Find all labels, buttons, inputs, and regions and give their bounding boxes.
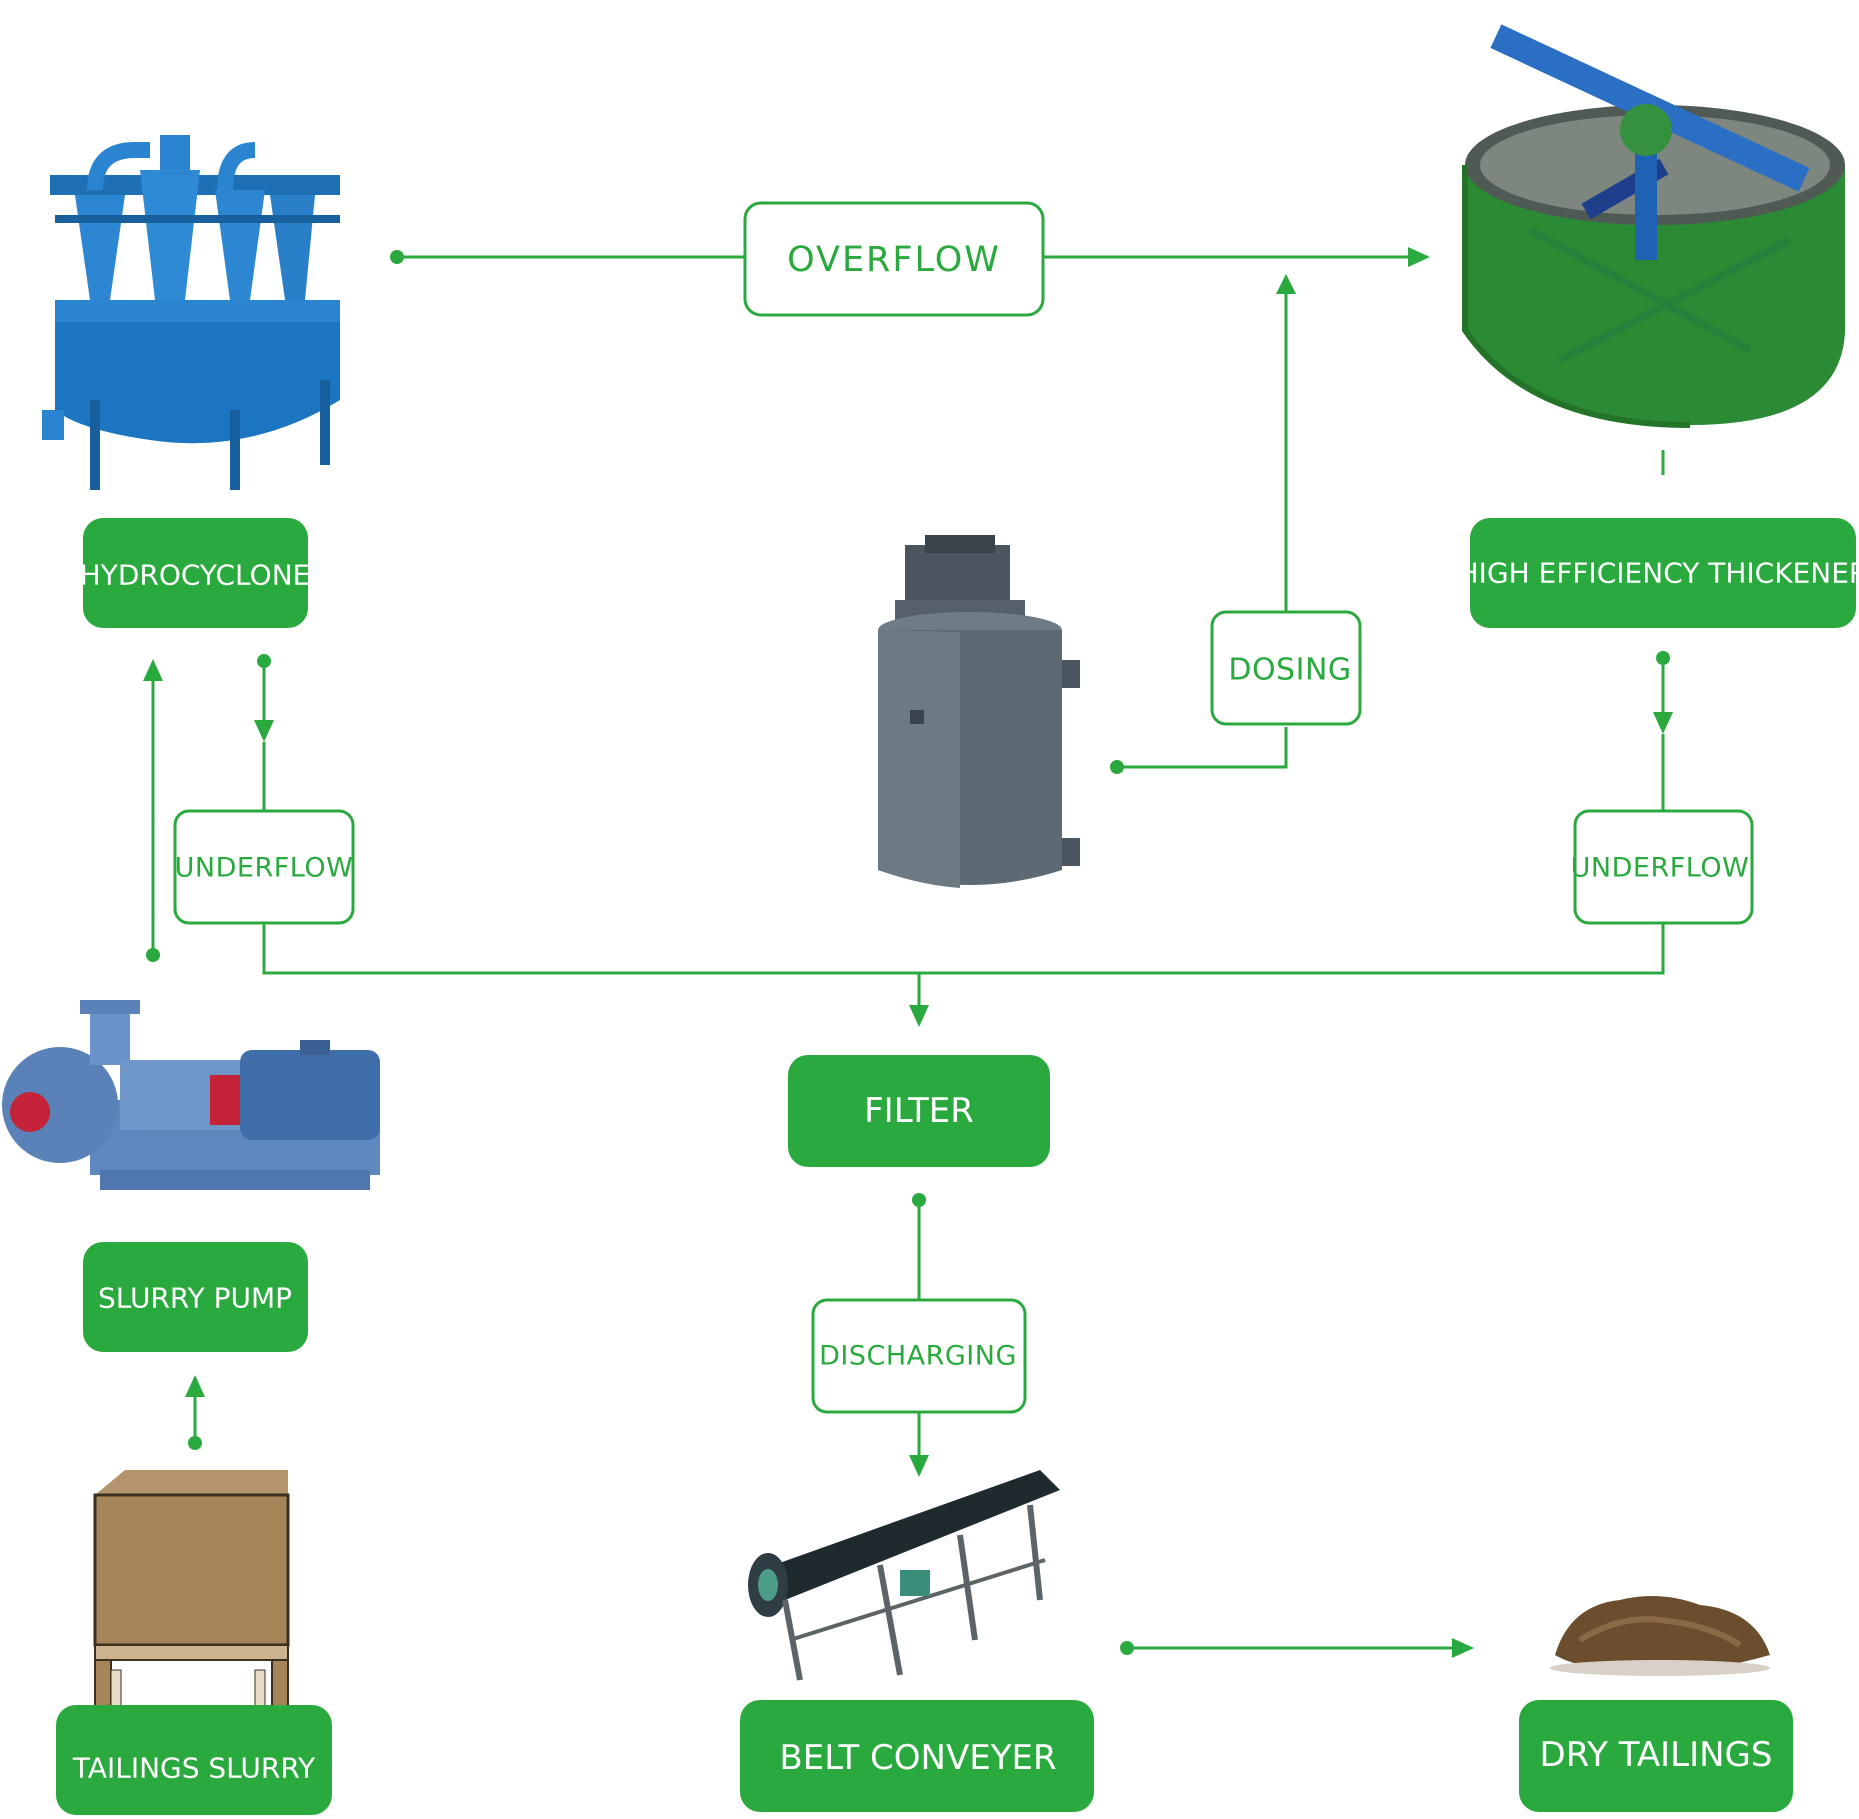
belt-conveyer-label-box <box>740 1700 1094 1812</box>
hydrocyclone-label: HYDROCYCLONE <box>80 559 311 592</box>
discharge-arrowhead <box>909 1455 929 1477</box>
filter-label: FILTER <box>864 1091 974 1131</box>
belt-out-arrowhead <box>1452 1638 1474 1658</box>
underflow-left-label: UNDERFLOW <box>175 853 354 884</box>
filter-label-box <box>788 1055 1050 1167</box>
underflow-left-label-box <box>173 809 355 925</box>
dosing-line-bottom <box>1117 727 1288 769</box>
hydrocyclone-label-box <box>83 518 308 628</box>
thickener-icon <box>1462 24 1846 428</box>
dosing-label-box <box>1210 610 1362 726</box>
underflow-right-label-box <box>1573 809 1754 925</box>
discharging-label: DISCHARGING <box>819 1341 1017 1372</box>
pump-up-arrowhead <box>143 659 163 681</box>
slurry-pump-label-box <box>83 1242 308 1352</box>
belt-conveyer-icon <box>748 1470 1060 1681</box>
underflow-collector <box>262 923 1665 975</box>
collector-arrowhead <box>909 1005 929 1027</box>
dosing-label: DOSING <box>1228 653 1351 688</box>
hc-underflow-arrowhead <box>254 720 274 742</box>
slurry-pump-label: SLURRY PUMP <box>98 1282 292 1315</box>
tailings-slurry-label-box <box>56 1705 332 1815</box>
hydrocyclone-icon <box>42 135 340 490</box>
underflow-right-label: UNDERFLOW <box>1571 853 1750 884</box>
dry-tailings-icon <box>1550 1596 1770 1676</box>
tailings-slurry-label: TAILINGS SLURRY <box>72 1752 316 1785</box>
flow-lines <box>143 247 1673 1658</box>
discharging-label-box <box>811 1298 1027 1414</box>
belt-conveyer-label: BELT CONVEYER <box>779 1738 1056 1778</box>
thk-underflow-arrowhead <box>1653 712 1673 734</box>
overflow-label-box <box>743 201 1045 317</box>
overflow-arrowhead <box>1408 247 1430 267</box>
tailings-box-icon <box>93 1470 290 1736</box>
dosing-tank-icon <box>878 535 1080 888</box>
tailings-up-arrowhead <box>185 1375 205 1397</box>
thickener-label: HIGH EFFICIENCY THICKENER <box>1458 557 1859 590</box>
overflow-label: OVERFLOW <box>787 240 1001 280</box>
slurry-pump-icon <box>2 1000 380 1190</box>
thickener-label-box <box>1470 518 1856 628</box>
dry-tailings-label-box <box>1519 1700 1793 1812</box>
dosing-arrowhead <box>1276 274 1296 294</box>
dry-tailings-label: DRY TAILINGS <box>1540 1735 1773 1775</box>
